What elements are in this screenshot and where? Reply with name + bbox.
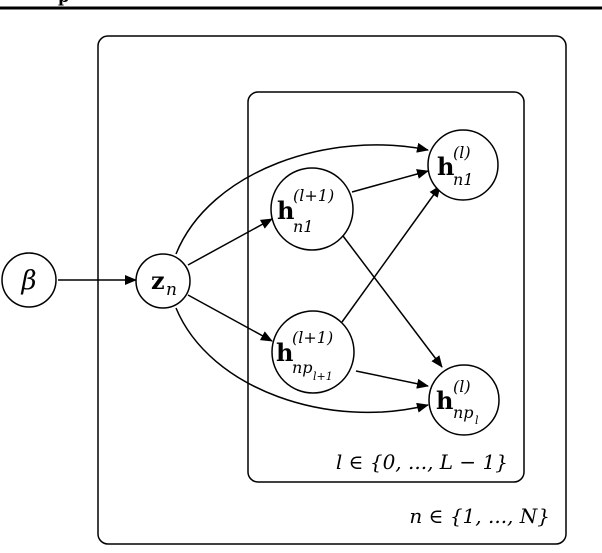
h-lower-bottom-base: h xyxy=(436,386,453,415)
h-upper-top-sup: (l+1) xyxy=(293,186,334,205)
h-upper-bottom-sup: (l+1) xyxy=(292,328,333,347)
inner-plate-label: l ∈ {0, ..., L − 1} xyxy=(336,450,508,474)
edges xyxy=(58,142,443,414)
z-label: z xyxy=(151,266,165,295)
edge-z-hup2 xyxy=(187,294,273,342)
node-h-upper-top: h (l+1) n1 xyxy=(270,167,354,251)
h-upper-bottom-base: h xyxy=(276,338,293,367)
beta-label: β xyxy=(20,266,36,296)
h-lower-top-base: h xyxy=(437,152,454,181)
h-upper-top-base: h xyxy=(277,196,294,225)
inner-plate xyxy=(247,91,525,483)
edge-z-hlow1 xyxy=(175,142,429,255)
edge-z-hlow2 xyxy=(175,307,429,414)
outer-plate-label: n ∈ {1, ..., N} xyxy=(409,504,550,528)
node-h-lower-top: h (l) n1 xyxy=(427,129,499,201)
edge-z-hup1 xyxy=(187,218,273,266)
h-upper-bottom-subsub: l+1 xyxy=(313,370,333,383)
h-upper-top-sub: n1 xyxy=(293,217,313,236)
top-text-fragment: p xyxy=(58,0,69,6)
node-h-lower-bottom: h (l) np l xyxy=(428,364,500,436)
node-beta: β xyxy=(1,252,57,308)
h-lower-top-sub: n1 xyxy=(453,170,473,189)
outer-plate xyxy=(97,35,567,545)
edge-hup2-hlow2 xyxy=(355,370,429,389)
h-upper-bottom-sub: np xyxy=(292,358,313,377)
node-h-upper-bottom: h (l+1) np l+1 xyxy=(271,310,355,394)
h-lower-top-sup: (l) xyxy=(453,143,471,162)
z-subscript: n xyxy=(166,280,177,300)
edge-hup1-hlow1 xyxy=(351,169,429,193)
edge-hup1-hlow2 xyxy=(339,231,443,368)
h-lower-bottom-sup: (l) xyxy=(453,377,471,396)
h-lower-bottom-subsub: l xyxy=(475,414,479,427)
node-z: z n xyxy=(135,253,191,309)
h-lower-bottom-sub: np xyxy=(453,403,474,422)
edge-hup2-hlow1 xyxy=(341,185,441,323)
